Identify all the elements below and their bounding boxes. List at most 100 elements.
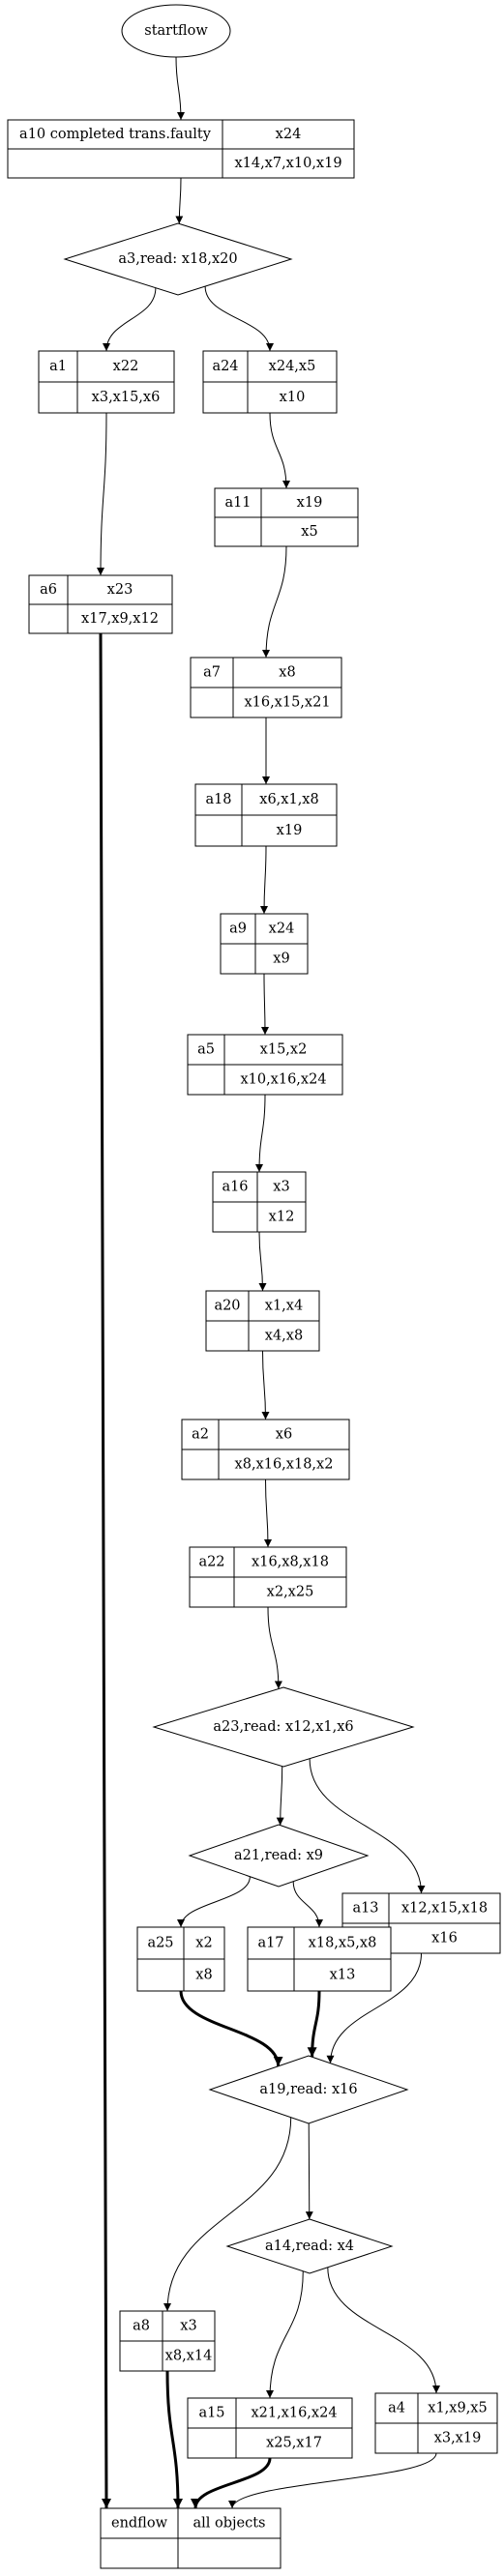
node-a10-bottom-value: x14,x7,x10,x19 bbox=[234, 156, 341, 171]
node-a2-top-value: x6 bbox=[276, 1427, 292, 1443]
decision-a23[interactable]: a23,read: x12,x1,x6 bbox=[152, 1686, 415, 1768]
node-a2[interactable]: a2 x6 x8,x16,x18,x2 bbox=[181, 1419, 350, 1480]
node-a11-bottom-value: x5 bbox=[301, 524, 317, 540]
node-a24-top-value: x24,x5 bbox=[269, 359, 316, 374]
node-a1[interactable]: a1 x22 x3,x15,x6 bbox=[38, 350, 175, 414]
node-a4-bottom-value: x3,x19 bbox=[434, 2431, 482, 2446]
node-a1-bottom-value: x3,x15,x6 bbox=[92, 390, 161, 405]
edge-a3-to-a24 bbox=[204, 286, 274, 352]
edge-a14-to-a15 bbox=[266, 2270, 304, 2399]
edge-a19-to-a14 bbox=[305, 2122, 313, 2220]
edge-a21-to-a25 bbox=[177, 1876, 251, 1928]
edge-a18-to-a9 bbox=[260, 845, 269, 915]
start-ellipse bbox=[121, 4, 231, 58]
node-a24[interactable]: a24 x24,x5 x10 bbox=[202, 350, 338, 414]
node-a5-top-value: x15,x2 bbox=[260, 1042, 308, 1058]
node-a2-label: a2 bbox=[192, 1427, 209, 1443]
edge-a16-to-a20 bbox=[258, 1231, 267, 1292]
node-a7-bottom-value: x16,x15,x21 bbox=[244, 695, 330, 711]
edge-a5-to-a16 bbox=[255, 1094, 266, 1173]
edge-a23-to-a21 bbox=[276, 1766, 284, 1826]
edge-a10-to-a3 bbox=[175, 177, 184, 224]
node-a17-label: a17 bbox=[257, 1936, 283, 1951]
node-a10-label: a10 completed trans.faulty bbox=[19, 127, 212, 142]
edge-a4-to-end bbox=[228, 2452, 437, 2509]
node-a7-label: a7 bbox=[203, 665, 221, 681]
node-a16-label: a16 bbox=[222, 1180, 248, 1195]
node-a10[interactable]: a10 completed trans.faulty x24 x14,x7,x10,… bbox=[7, 119, 355, 179]
node-a7-top-value: x8 bbox=[279, 665, 295, 681]
node-a6[interactable]: a6 x23 x17,x9,x12 bbox=[28, 574, 173, 634]
node-a4-top-value: x1,x9,x5 bbox=[428, 2401, 487, 2416]
node-a1-top-value: x22 bbox=[113, 359, 139, 374]
edge-a23-to-a13 bbox=[309, 1758, 426, 1894]
node-a9-top-value: x24 bbox=[269, 922, 295, 937]
node-a13-top-value: x12,x15,x18 bbox=[401, 1901, 488, 1917]
edge-a21-to-a17 bbox=[292, 1881, 323, 1928]
edge-a19-to-a8 bbox=[163, 2117, 292, 2312]
start-label: startflow bbox=[144, 23, 208, 39]
edge-a9-to-a5 bbox=[260, 973, 269, 1036]
edge-a1-to-a6 bbox=[97, 412, 107, 576]
decision-a23-label: a23,read: x12,x1,x6 bbox=[213, 1719, 353, 1735]
node-a15-bottom-value: x25,x17 bbox=[266, 2436, 322, 2451]
node-a6-bottom-value: x17,x9,x12 bbox=[81, 611, 159, 627]
node-a24-bottom-value: x10 bbox=[280, 390, 306, 405]
node-a9-label: a9 bbox=[229, 922, 247, 937]
edges-layer bbox=[97, 56, 440, 2509]
edge-a13-to-a19 bbox=[326, 1952, 422, 2064]
start-node[interactable]: startflow bbox=[121, 4, 231, 58]
decision-a3-label: a3,read: x18,x20 bbox=[118, 251, 237, 267]
decision-a3[interactable]: a3,read: x18,x20 bbox=[63, 222, 293, 296]
edge-a14-to-a4 bbox=[327, 2267, 440, 2394]
edge-a25-to-a19 bbox=[179, 1990, 283, 2066]
nodes-layer: startflow a10 completed trans.faulty x24 x1… bbox=[7, 4, 501, 2569]
node-a2-bottom-value: x8,x16,x18,x2 bbox=[235, 1457, 334, 1473]
node-a25-label: a25 bbox=[147, 1936, 173, 1951]
node-a20-top-value: x1,x4 bbox=[265, 1299, 303, 1314]
decision-a19[interactable]: a19,read: x16 bbox=[208, 2055, 409, 2124]
node-a15-top-value: x21,x16,x24 bbox=[251, 2406, 337, 2421]
node-a20-label: a20 bbox=[214, 1299, 240, 1314]
node-a20-bottom-value: x4,x8 bbox=[265, 1329, 303, 1344]
node-a6-top-value: x23 bbox=[107, 582, 133, 598]
node-a8-bottom-value: x8,x14 bbox=[165, 2349, 213, 2364]
edge-a3-to-a1 bbox=[103, 287, 157, 352]
node-a22-top-value: x16,x8,x18 bbox=[252, 1555, 329, 1570]
node-a1-label: a1 bbox=[49, 359, 67, 374]
node-a18-bottom-value: x19 bbox=[277, 823, 303, 838]
end-node[interactable]: endflow all objects bbox=[100, 2507, 282, 2569]
node-a10-top-value: x24 bbox=[276, 127, 302, 142]
edge-a22-to-a23 bbox=[267, 1606, 282, 1689]
node-a20[interactable]: a20 x1,x4 x4,x8 bbox=[205, 1290, 320, 1352]
node-a6-label: a6 bbox=[40, 582, 57, 598]
decision-a23-shape bbox=[152, 1686, 415, 1768]
decision-a14[interactable]: a14,read: x4 bbox=[225, 2218, 394, 2274]
decision-a21[interactable]: a21,read: x9 bbox=[188, 1824, 370, 1888]
node-a7[interactable]: a7 x8 x16,x15,x21 bbox=[190, 657, 342, 718]
decision-a14-shape bbox=[225, 2218, 394, 2274]
node-a22-bottom-value: x2,x25 bbox=[267, 1585, 314, 1600]
node-a5-bottom-value: x10,x16,x24 bbox=[240, 1072, 326, 1088]
node-a18-top-value: x6,x1,x8 bbox=[259, 792, 318, 807]
decision-a3-shape bbox=[63, 222, 293, 296]
node-a11-top-value: x19 bbox=[297, 495, 323, 511]
decision-a21-shape bbox=[188, 1824, 370, 1888]
node-a24-label: a24 bbox=[212, 359, 238, 374]
edge-a11-to-a7 bbox=[262, 545, 287, 659]
end-node-left-label: endflow bbox=[111, 2516, 168, 2532]
node-a25-bottom-value: x8 bbox=[195, 1968, 212, 1983]
end-node-right-label: all objects bbox=[193, 2516, 265, 2532]
